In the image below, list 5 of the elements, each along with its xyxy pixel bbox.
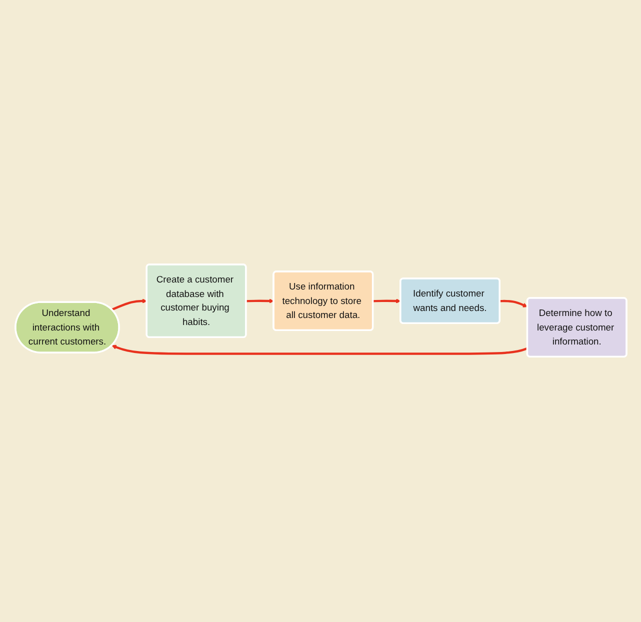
- arrow: [111, 345, 528, 356]
- arrow: [499, 300, 528, 308]
- arrow: [246, 299, 274, 304]
- arrow: [372, 299, 400, 304]
- arrow: [110, 299, 147, 312]
